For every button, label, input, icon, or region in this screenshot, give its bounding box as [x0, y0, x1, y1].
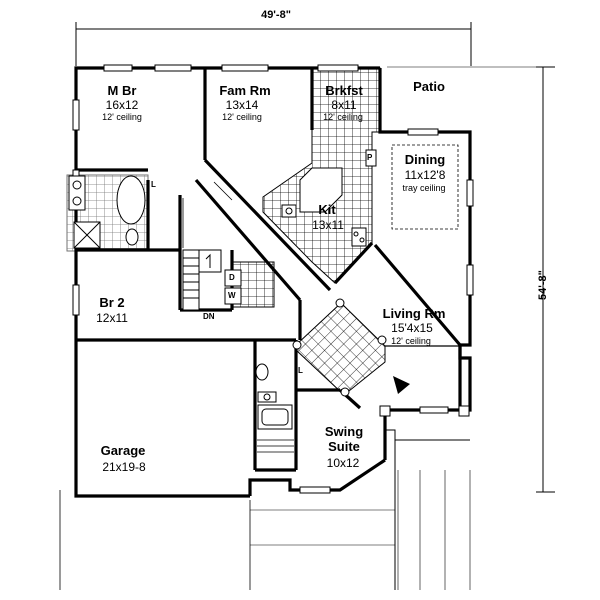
- column: [335, 298, 345, 308]
- entry-porch: [250, 405, 471, 590]
- master-bath-fixtures: [68, 175, 146, 249]
- kitchen-fixtures: [281, 149, 377, 247]
- tray-ceiling-outline: [391, 144, 459, 230]
- dimension-lines: [75, 22, 555, 493]
- tub: [116, 175, 146, 225]
- kitchen-island: [299, 167, 343, 213]
- laundry-fixtures: [224, 269, 242, 305]
- swing-suite-bath: [255, 363, 293, 430]
- stairs: [182, 249, 222, 311]
- pantry: [365, 149, 377, 167]
- column: [377, 335, 387, 345]
- driveway: [59, 490, 251, 590]
- closet-shelves: [182, 177, 294, 453]
- walls: [74, 66, 472, 498]
- column: [292, 340, 302, 350]
- entry-arrow-icon: [393, 376, 410, 394]
- garage-west-wall: [74, 340, 250, 498]
- foyer-tile: [295, 302, 386, 396]
- column: [340, 387, 350, 397]
- tiled-floors: [66, 67, 386, 396]
